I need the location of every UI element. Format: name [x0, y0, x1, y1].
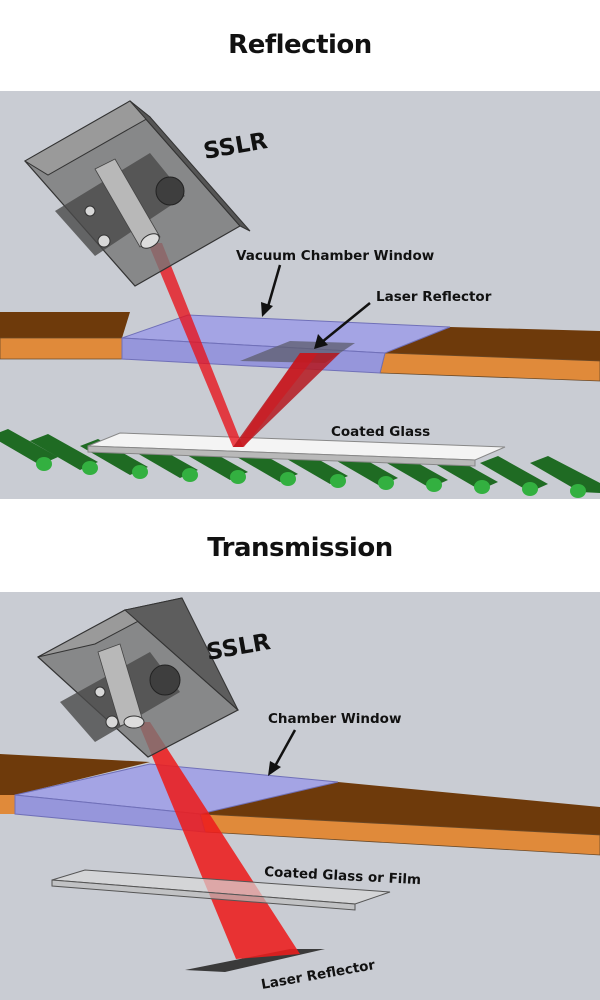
laser-beam	[148, 243, 340, 447]
reflection-title: Reflection	[228, 30, 372, 60]
chamber-wall-bottom	[0, 754, 600, 856]
chamber-window-arrow	[268, 729, 297, 776]
transmission-title: Transmission	[207, 533, 393, 563]
coated-glass-or-film	[51, 869, 391, 911]
laser-reflector-arrow-top	[314, 302, 371, 349]
chamber-window-label: Chamber Window	[268, 711, 401, 727]
coated-glass	[87, 432, 506, 467]
laser-reflector-label-top: Laser Reflector	[376, 289, 492, 305]
sslr-laser-housing	[24, 100, 251, 287]
reflection-diagram: SSLR Vacuum Chamber Window Laser Reflect…	[0, 91, 600, 499]
vacuum-window-arrow	[261, 264, 282, 317]
vacuum-window-label: Vacuum Chamber Window	[236, 248, 434, 264]
transmission-diagram: SSLR Chamber Window Coated Glass or Film…	[0, 592, 600, 1000]
coated-glass-label: Coated Glass	[331, 424, 430, 440]
sslr-laser-housing-bottom	[36, 597, 240, 758]
